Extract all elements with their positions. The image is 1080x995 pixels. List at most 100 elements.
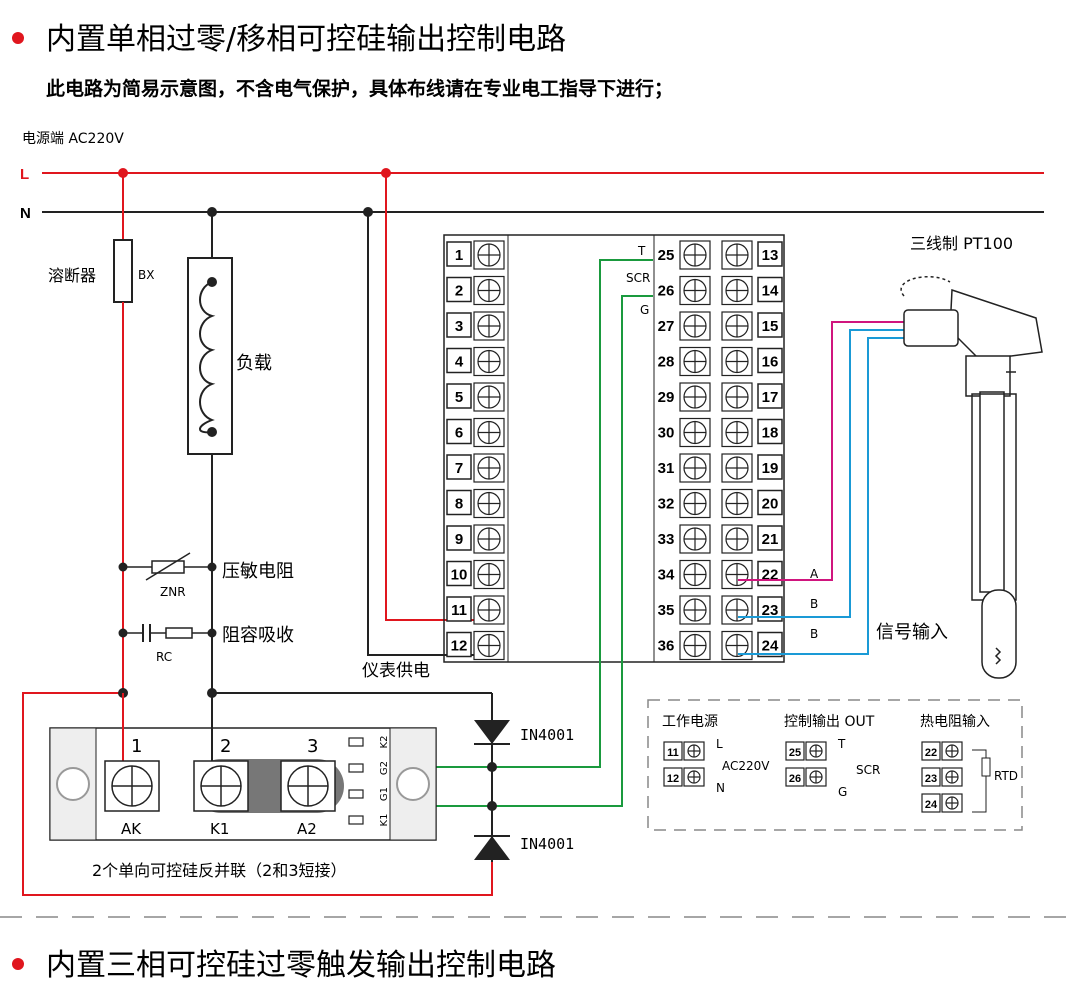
- screw-terminal[interactable]: [721, 453, 753, 483]
- terminal-left-1: 1: [455, 247, 463, 264]
- diode-2: [474, 836, 510, 860]
- screw-terminal[interactable]: [473, 595, 505, 625]
- terminal-right-24: 24: [762, 638, 779, 655]
- screw-terminal[interactable]: [473, 417, 505, 448]
- sensor-label: 三线制 PT100: [910, 234, 1013, 253]
- scr-pin-3: 3: [307, 736, 318, 757]
- legend-term: 11: [667, 747, 679, 759]
- screw-terminal[interactable]: [473, 311, 505, 341]
- screw-terminal[interactable]: [679, 595, 711, 625]
- terminal-mid-29: 29: [658, 389, 675, 406]
- screw-terminal[interactable]: [679, 453, 711, 483]
- screw-terminal[interactable]: [721, 311, 753, 341]
- snubber-code: RC: [156, 650, 172, 664]
- terminal-right-15: 15: [762, 318, 779, 335]
- screw-terminal[interactable]: [473, 382, 505, 412]
- screw-terminal[interactable]: [679, 488, 711, 519]
- screw-terminal[interactable]: [721, 559, 753, 590]
- screw-terminal[interactable]: [679, 524, 711, 554]
- legend-screw: [683, 767, 705, 787]
- bullet-dot: [12, 958, 24, 970]
- screw-terminal[interactable]: [679, 417, 711, 448]
- screw-terminal[interactable]: [679, 275, 711, 306]
- legend-rtd-in: 热电阻输入: [920, 714, 990, 730]
- diode-2-label: IN4001: [520, 835, 574, 853]
- snubber-label: 阻容吸收: [222, 625, 294, 646]
- fuse: [113, 239, 133, 303]
- terminal-block: [443, 234, 785, 663]
- terminal-right-19: 19: [762, 460, 779, 477]
- screw-terminal[interactable]: [721, 275, 753, 306]
- terminal-left-8: 8: [455, 496, 463, 513]
- screw-terminal[interactable]: [679, 382, 711, 412]
- scr-caption: 2个单向可控硅反并联（2和3短接）: [92, 861, 347, 880]
- screw-terminal[interactable]: [473, 275, 505, 306]
- screw-terminal[interactable]: [679, 240, 711, 270]
- terminal-num-box: [757, 383, 783, 409]
- screw-terminal[interactable]: [721, 595, 753, 625]
- terminal-num-box: [446, 347, 472, 374]
- terminal-left-11: 11: [451, 602, 467, 619]
- screw-terminal[interactable]: [679, 346, 711, 377]
- snubber-resistor: [165, 627, 193, 639]
- screw-terminal[interactable]: [721, 524, 753, 554]
- pt100-probe: [900, 275, 1043, 679]
- legend-term: 12: [667, 773, 679, 785]
- tag-SCR: SCR: [626, 271, 650, 285]
- screw-terminal[interactable]: [473, 524, 505, 554]
- fuse-label: 溶断器: [48, 266, 96, 285]
- terminal-right-23: 23: [762, 602, 779, 619]
- scr-screw[interactable]: [104, 760, 160, 812]
- instrument-power-label: 仪表供电: [362, 661, 430, 681]
- terminal-left-3: 3: [455, 318, 463, 335]
- power-label: 电源端 AC220V: [22, 131, 124, 147]
- screw-terminal[interactable]: [473, 453, 505, 483]
- varistor-code: ZNR: [160, 585, 186, 599]
- scr-screw[interactable]: [193, 760, 249, 812]
- terminal-right-14: 14: [762, 283, 779, 300]
- screw-terminal[interactable]: [473, 488, 505, 519]
- terminal-left-7: 7: [455, 460, 463, 477]
- legend-term: 26: [789, 773, 801, 785]
- screw-terminal[interactable]: [721, 382, 753, 412]
- terminal-left-9: 9: [455, 531, 463, 548]
- screw-terminal[interactable]: [473, 630, 505, 661]
- section1-subtitle: 此电路为简易示意图，不含电气保护，具体布线请在专业电工指导下进行；: [46, 77, 673, 100]
- scr-pin-2: 2: [220, 736, 231, 757]
- scr-name: K1: [210, 820, 229, 838]
- screw-terminal[interactable]: [679, 630, 711, 661]
- terminal-num-box: [757, 347, 783, 374]
- screw-terminal[interactable]: [721, 346, 753, 377]
- screw-terminal[interactable]: [473, 240, 505, 270]
- terminal-num-box: [757, 241, 783, 267]
- diode-1: [474, 720, 510, 744]
- terminal-mid-30: 30: [658, 425, 675, 442]
- tag-G: G: [640, 303, 649, 317]
- screw-terminal[interactable]: [721, 240, 753, 270]
- screw-terminal[interactable]: [721, 488, 753, 519]
- terminal-num-box: [757, 418, 783, 445]
- screw-terminal[interactable]: [473, 559, 505, 590]
- legend-control-out: 控制输出 OUT: [784, 714, 875, 730]
- screw-terminal[interactable]: [679, 311, 711, 341]
- terminal-mid-34: 34: [658, 567, 675, 584]
- terminal-mid-28: 28: [658, 354, 675, 371]
- screw-terminal[interactable]: [679, 559, 711, 590]
- legend-screw: [941, 793, 963, 813]
- screw-terminal[interactable]: [721, 417, 753, 448]
- screw-terminal[interactable]: [473, 346, 505, 377]
- scr-name: AK: [121, 820, 142, 838]
- screw-terminal[interactable]: [721, 630, 753, 661]
- terminal-num-box: [446, 454, 472, 480]
- scr-pin-1: 1: [131, 736, 142, 757]
- tag-A: A: [810, 567, 819, 581]
- terminal-left-12: 12: [451, 638, 468, 655]
- terminal-num-box: [446, 560, 472, 587]
- section2-title: 内置三相可控硅过零触发输出控制电路: [46, 948, 556, 983]
- terminal-num-box: [757, 631, 783, 658]
- scr-gate-K2: K2: [379, 736, 390, 749]
- terminal-num-box: [446, 312, 472, 338]
- load-label: 负载: [236, 353, 272, 374]
- scr-screw[interactable]: [280, 760, 336, 812]
- terminal-num-box: [446, 525, 472, 551]
